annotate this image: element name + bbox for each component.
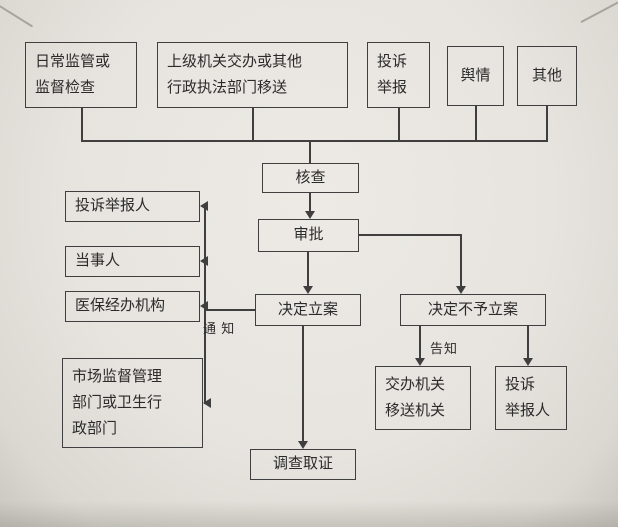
photo-corner-top-left <box>0 2 34 28</box>
node-market-health: 市场监督管理 部门或卫生行 政部门 <box>62 358 203 448</box>
node-party: 当事人 <box>65 246 200 277</box>
connector-daily-to-bus <box>81 108 83 141</box>
connector-not-file-to-assigning <box>419 326 421 359</box>
node-decide-not-file: 决定不予立案 <box>400 294 546 326</box>
node-complaint-report: 投诉 举报 <box>367 42 430 108</box>
arrowhead-into-market-health <box>203 398 211 408</box>
connector-bus-horizontal <box>81 140 548 142</box>
connector-verify-to-approval <box>309 193 311 213</box>
photo-bottom-shadow <box>0 501 618 527</box>
connector-other-to-bus <box>546 106 548 141</box>
arrowhead-into-complainant-right <box>523 358 533 366</box>
node-insurance-agency: 医保经办机构 <box>65 291 200 322</box>
connector-bus-to-verify <box>309 140 311 163</box>
node-daily-supervision: 日常监管或 监督检查 <box>25 42 137 108</box>
arrowhead-into-investigate <box>298 441 308 449</box>
arrowhead-into-party <box>200 256 208 266</box>
connector-approval-to-decide-file <box>307 252 309 288</box>
connector-approval-right-horizontal <box>359 234 462 236</box>
arrowhead-into-decide-not-file <box>456 286 466 294</box>
node-decide-file: 决定立案 <box>255 294 361 326</box>
node-complainant-left: 投诉举报人 <box>65 191 200 222</box>
node-investigate: 调查取证 <box>250 449 356 480</box>
node-complainant-right: 投诉 举报人 <box>495 366 567 430</box>
arrowhead-into-complainant-left <box>200 201 208 211</box>
photo-corner-top-right <box>580 0 618 24</box>
node-other: 其他 <box>517 46 577 106</box>
connector-not-file-to-complainant-right <box>527 326 529 359</box>
node-superior-transfer: 上级机关交办或其他 行政执法部门移送 <box>157 42 348 108</box>
connector-right-vertical-to-not-file <box>460 234 462 288</box>
connector-superior-to-bus <box>252 108 254 141</box>
node-verify: 核查 <box>262 163 359 193</box>
connector-decide-file-to-spine <box>205 309 255 311</box>
arrowhead-into-approval <box>305 211 315 219</box>
node-assigning-organ: 交办机关 移送机关 <box>375 366 471 430</box>
edge-label-notify: 通 知 <box>203 321 236 336</box>
connector-opinion-to-bus <box>475 106 477 141</box>
connector-decide-file-to-investigate <box>302 326 304 442</box>
node-approval: 审批 <box>258 219 359 252</box>
connector-complaint-to-bus <box>398 108 400 141</box>
edge-label-inform: 告知 <box>430 341 459 356</box>
arrowhead-into-assigning-organ <box>415 358 425 366</box>
node-public-opinion: 舆情 <box>447 46 504 106</box>
arrowhead-into-decide-file <box>303 286 313 294</box>
arrowhead-into-insurance-agency <box>200 301 208 311</box>
